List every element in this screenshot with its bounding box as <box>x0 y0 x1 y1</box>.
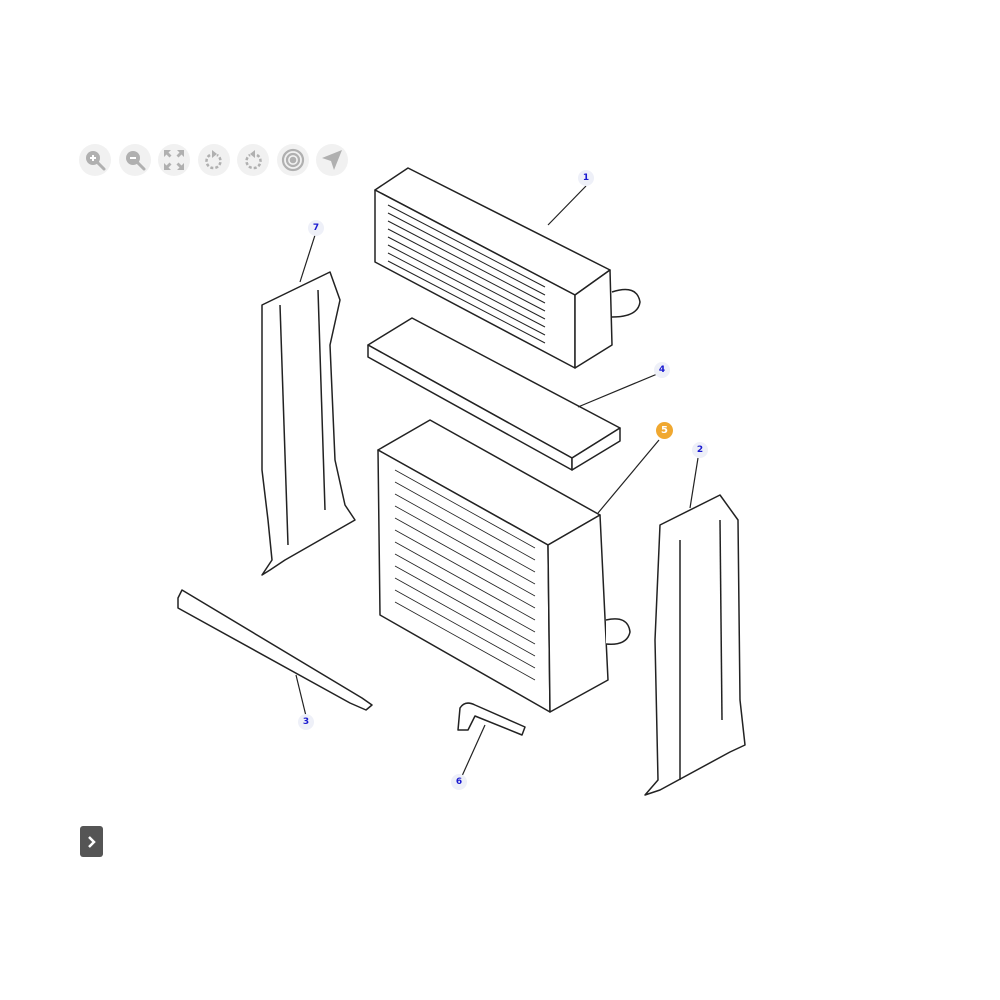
zoom-out-icon <box>125 151 145 171</box>
rotate-left-button[interactable] <box>197 144 230 176</box>
pointer-button[interactable] <box>316 144 348 176</box>
fit-screen-button[interactable] <box>158 144 190 176</box>
part-6-hose[interactable] <box>457 702 526 777</box>
rotate-right-button[interactable] <box>237 144 269 176</box>
part-1-intercooler[interactable] <box>374 167 641 369</box>
viewer-toolbar <box>79 144 348 176</box>
zoom-in-button[interactable] <box>79 144 111 176</box>
callout-3[interactable]: 3 <box>298 714 314 730</box>
rotate-right-icon <box>245 150 262 170</box>
part-5-radiator[interactable] <box>377 419 660 713</box>
pointer-icon <box>322 150 342 170</box>
callout-4[interactable]: 4 <box>654 362 670 378</box>
fit-screen-icon <box>164 150 184 170</box>
next-button[interactable] <box>80 826 103 857</box>
callout-5-selected[interactable]: 5 <box>656 422 673 439</box>
part-7-bracket[interactable] <box>261 231 356 576</box>
part-3-tie-bar[interactable] <box>177 589 373 717</box>
target-icon <box>281 148 304 172</box>
callout-7[interactable]: 7 <box>308 220 324 236</box>
chevron-right-icon <box>87 835 96 848</box>
zoom-out-button[interactable] <box>118 144 151 176</box>
rotate-left-icon <box>204 150 222 170</box>
callout-1[interactable]: 1 <box>578 170 594 186</box>
callout-2[interactable]: 2 <box>692 442 708 458</box>
zoom-in-icon <box>86 151 106 171</box>
target-button[interactable] <box>276 144 309 176</box>
part-4-pad[interactable] <box>367 317 663 471</box>
part-2-bracket[interactable] <box>644 457 746 796</box>
callout-6[interactable]: 6 <box>451 774 467 790</box>
